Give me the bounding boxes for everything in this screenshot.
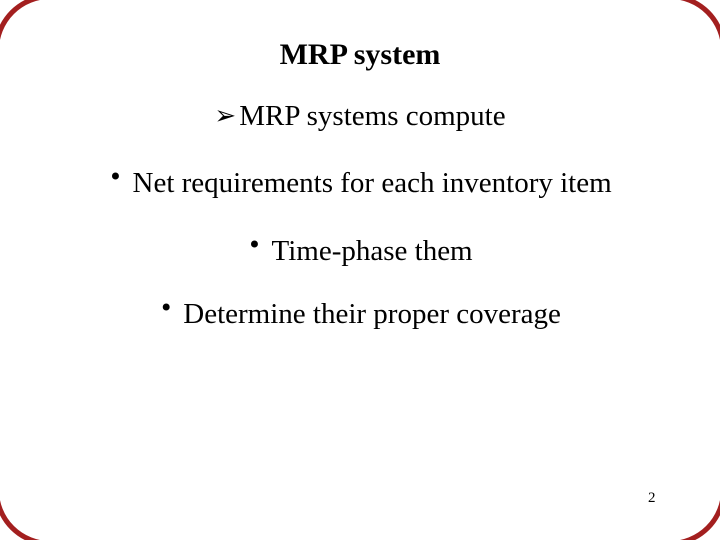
bullet-line-3: • Time-phase them [0, 231, 720, 271]
arrowhead-bullet-icon: ➢ [214, 101, 237, 131]
dot-bullet-icon: • [247, 231, 262, 259]
slide-title: MRP system [0, 36, 720, 74]
bullet-text: Net requirements for each inventory item [132, 167, 612, 199]
bullet-text: Time-phase them [271, 235, 473, 267]
bullet-text: Determine their proper coverage [183, 298, 561, 330]
slide-title-text: MRP system [279, 38, 441, 71]
page-number: 2 [648, 490, 656, 506]
dot-bullet-icon: • [159, 294, 174, 322]
bullet-line-2: • Net requirements for each inventory ite… [0, 163, 720, 203]
bullet-line-4: • Determine their proper coverage [0, 294, 720, 334]
bullet-line-1: ➢MRP systems compute [0, 97, 720, 136]
dot-bullet-icon: • [108, 163, 123, 191]
bullet-text: MRP systems compute [239, 100, 506, 132]
